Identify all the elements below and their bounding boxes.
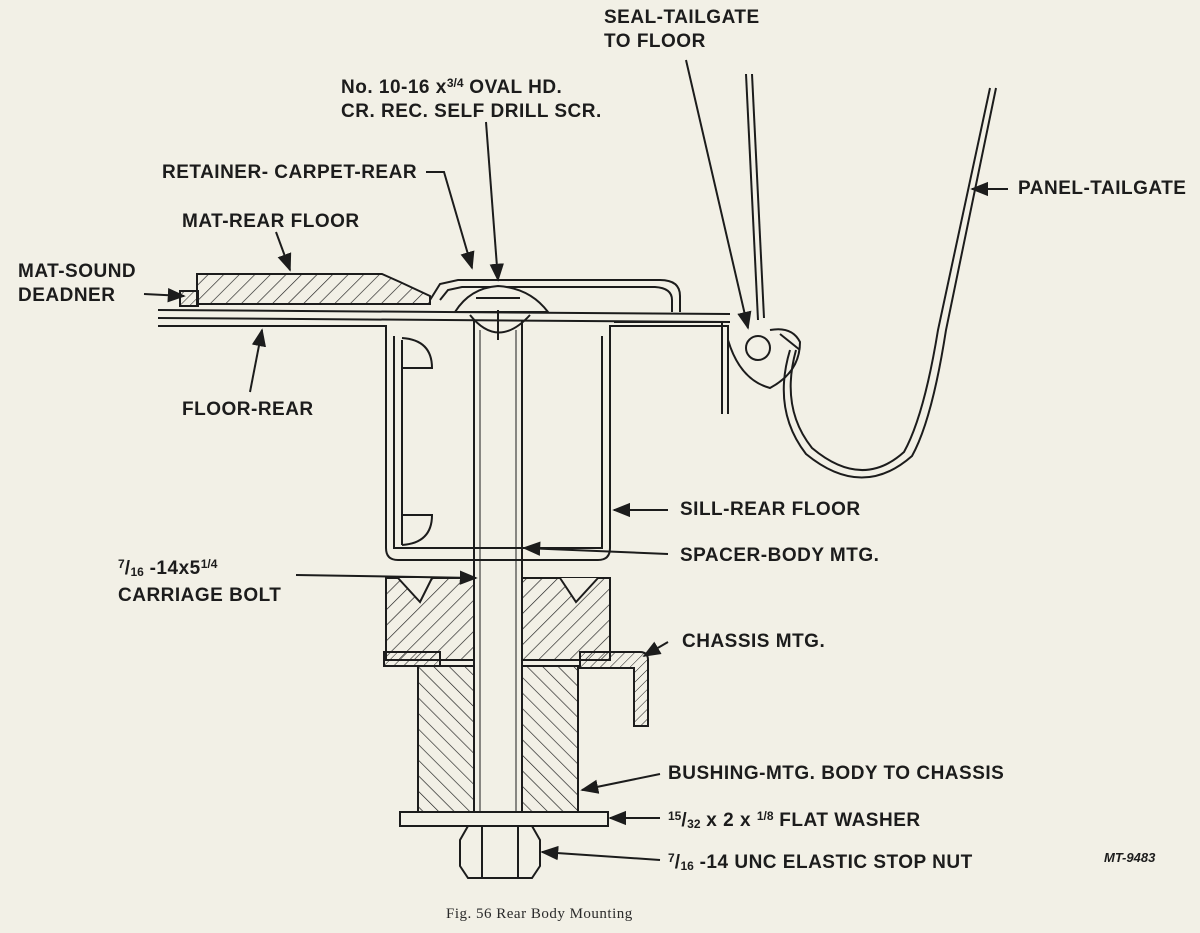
flat-washer — [399, 811, 609, 827]
chassis-mtg-bracket — [383, 651, 441, 667]
label-nut-rest: -14 UNC ELASTIC STOP NUT — [693, 852, 973, 873]
panel-tailgate — [789, 87, 991, 472]
label-retainer-carpet-rear: RETAINER- CARPET-REAR — [162, 162, 418, 183]
label-washer-rest: x 2 x — [700, 810, 757, 831]
label-mat-sound-line2: DEADNER — [18, 285, 116, 306]
label-seal-line2: TO FLOOR — [604, 31, 706, 52]
label-screw-line1: No. 10-16 x — [341, 77, 447, 98]
label-washer-den: 32 — [687, 817, 701, 831]
label-nut-den: 16 — [680, 859, 694, 873]
label-bolt-line1-rest: -14x5 — [143, 558, 201, 579]
bushing-upper — [385, 577, 475, 661]
leader-retainer — [426, 171, 475, 270]
label-panel-tailgate: PANEL-TAILGATE — [1018, 178, 1187, 199]
leader-mat-sound — [143, 287, 186, 303]
label-mat-sound-line1: MAT-SOUND — [18, 261, 137, 282]
mat-rear-floor — [196, 273, 431, 305]
drawing-code: MT-9483 — [1104, 850, 1156, 865]
label-elastic-stop-nut: 7/16 -14 UNC ELASTIC STOP NUT — [668, 851, 973, 873]
label-bolt-line2: CARRIAGE BOLT — [118, 585, 282, 606]
label-bushing: BUSHING-MTG. BODY TO CHASSIS — [668, 763, 1005, 784]
label-screw-line2: CR. REC. SELF DRILL SCR. — [341, 101, 602, 122]
leader-bolt — [295, 570, 478, 585]
leader-spacer — [522, 541, 669, 556]
floor-rear-sheet — [157, 309, 731, 327]
label-flat-washer: 15/32 x 2 x 1/8 FLAT WASHER — [668, 809, 921, 831]
spacer-body-mtg — [401, 337, 434, 369]
label-mat-sound-deadner: MAT-SOUND DEADNER — [18, 260, 136, 308]
leader-nut — [540, 845, 661, 861]
label-washer-frac: 1/8 — [756, 809, 774, 823]
label-floor-rear: FLOOR-REAR — [182, 399, 314, 420]
label-washer-rest2: FLAT WASHER — [773, 810, 921, 831]
label-seal-tailgate: SEAL-TAILGATE TO FLOOR — [604, 6, 760, 54]
leader-floor-rear — [249, 328, 266, 393]
label-sill-rear-floor: SILL-REAR FLOOR — [680, 499, 861, 520]
carriage-bolt — [473, 320, 523, 840]
label-washer-num: 15 — [668, 809, 682, 823]
label-spacer-body-mtg: SPACER-BODY MTG. — [680, 545, 880, 566]
label-screw-frac: 3/4 — [446, 76, 464, 90]
mat-sound-deadner — [179, 290, 199, 307]
label-screw-line1-rest: OVAL HD. — [463, 77, 563, 98]
leader-seal — [685, 59, 752, 330]
label-screw: No. 10-16 x3/4 OVAL HD. CR. REC. SELF DR… — [341, 71, 602, 124]
label-mat-rear-floor: MAT-REAR FLOOR — [182, 211, 360, 232]
leader-screw — [485, 121, 504, 282]
elastic-stop-nut — [459, 825, 541, 879]
leader-chassis — [642, 641, 669, 657]
label-bolt-line1-frac: 1/4 — [200, 557, 218, 571]
label-seal-line1: SEAL-TAILGATE — [604, 7, 760, 28]
seal-tailgate — [727, 73, 802, 390]
figure-caption: Fig. 56 Rear Body Mounting — [446, 906, 633, 922]
label-carriage-bolt: 7/16 -14x51/4 CARRIAGE BOLT — [118, 557, 282, 606]
retainer-carpet-rear — [429, 279, 681, 312]
leader-mat-floor — [275, 231, 292, 272]
bushing-lower — [417, 665, 475, 813]
label-bolt-frac-num: 7 — [118, 557, 125, 571]
label-chassis-mtg: CHASSIS MTG. — [682, 631, 826, 652]
leader-bushing — [580, 773, 661, 794]
label-nut-num: 7 — [668, 851, 675, 865]
label-bolt-frac-den: 16 — [130, 565, 144, 579]
sill-rear-floor — [280, 325, 729, 561]
